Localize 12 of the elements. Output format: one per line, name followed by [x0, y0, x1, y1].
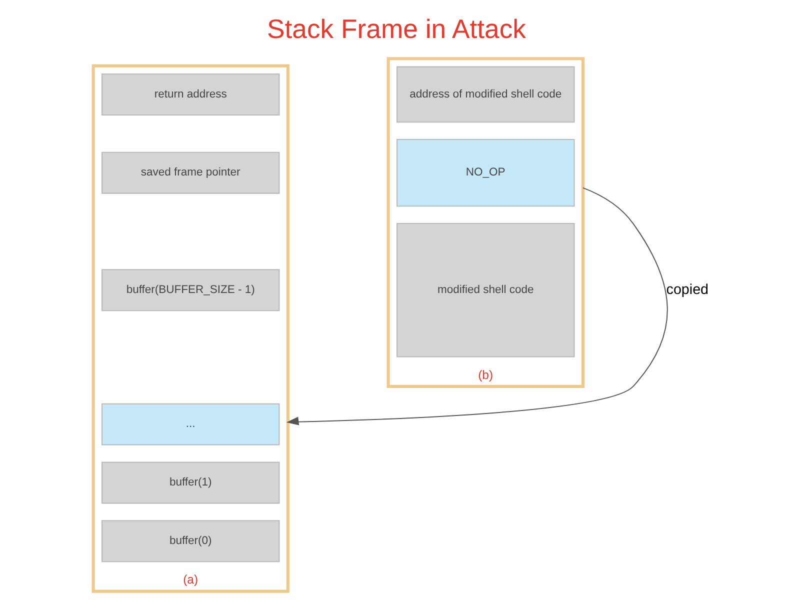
node-box: return address — [100, 73, 280, 116]
arrow — [286, 187, 668, 426]
diagram-title: Stack Frame in Attack — [266, 14, 526, 44]
node-box: address of modified shell code — [396, 66, 574, 123]
node-box: NO_OP — [396, 139, 574, 207]
node-box: saved frame pointer — [100, 152, 280, 194]
node-box: buffer(0) — [100, 520, 280, 562]
edge-label: copied — [666, 282, 708, 298]
node-box: buffer(1) — [100, 462, 280, 504]
node-box: buffer(BUFFER_SIZE - 1) — [100, 269, 280, 312]
node-box: modified shell code — [396, 223, 574, 358]
node-box: ... — [100, 403, 280, 446]
